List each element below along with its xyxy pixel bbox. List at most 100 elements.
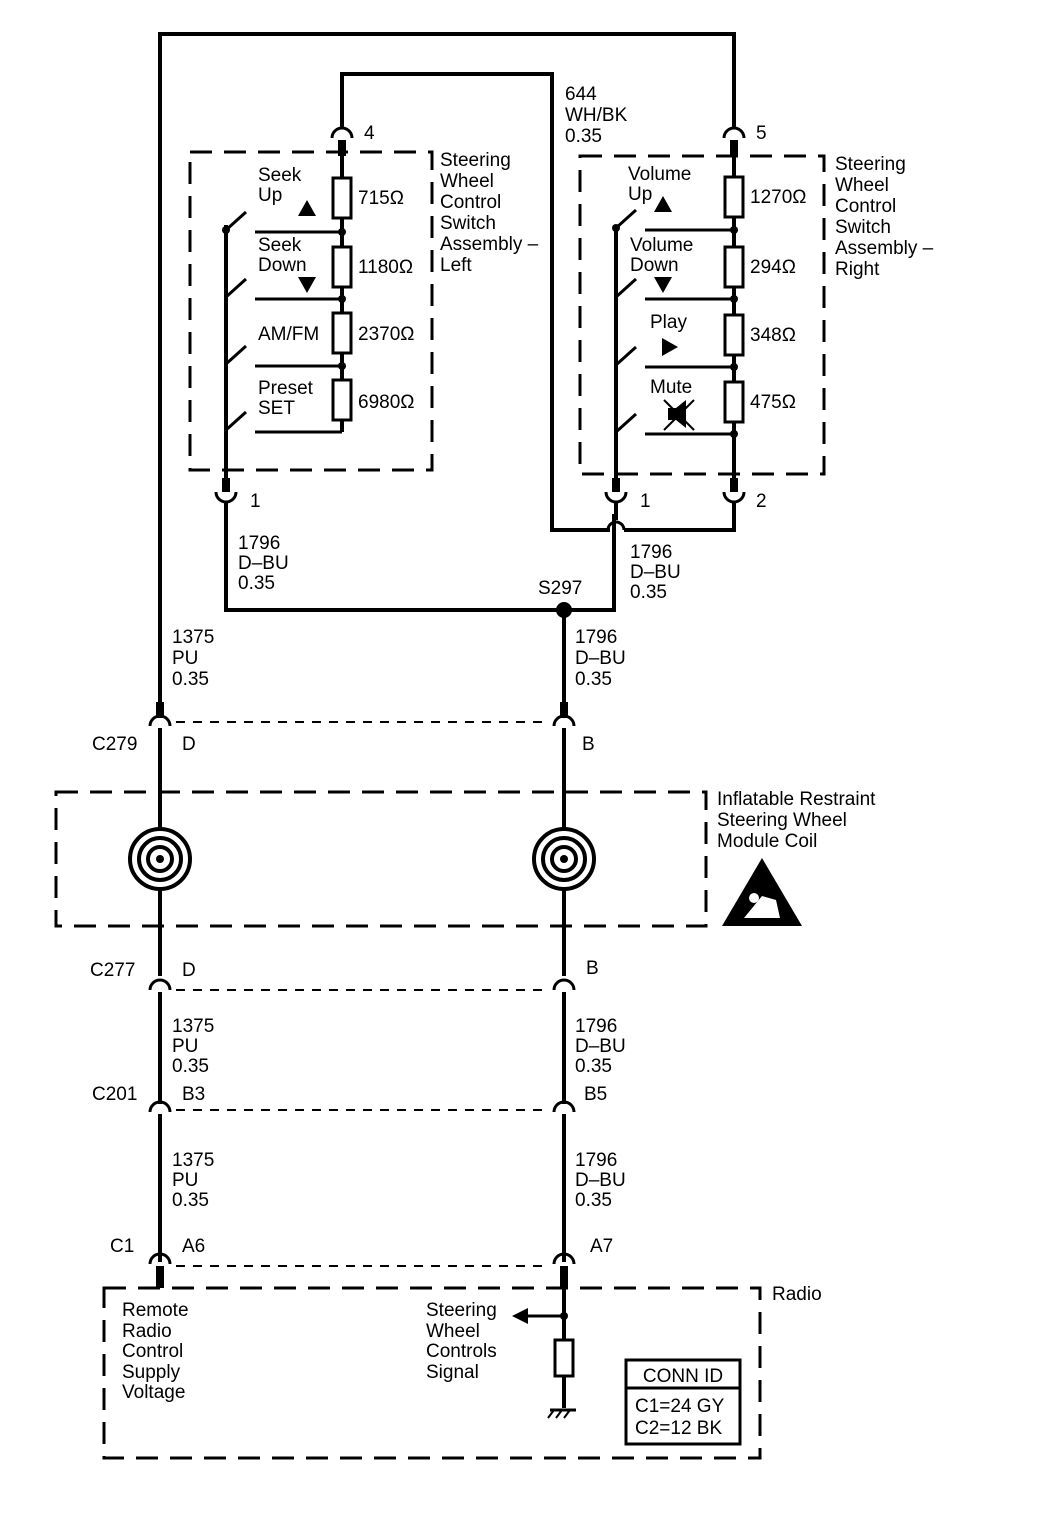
mute-resistance: 475Ω xyxy=(750,392,796,413)
switch-am-fm xyxy=(224,344,248,366)
wire-644-label: 644 WH/BK 0.35 xyxy=(565,84,633,147)
resistor-preset-set xyxy=(331,378,353,422)
inflatable-restraint-coil: Inflatable Restraint Steering Wheel Modu… xyxy=(54,789,881,928)
volume-up-resistance: 1270Ω xyxy=(750,187,806,208)
volume-down-resistance: 294Ω xyxy=(750,257,796,278)
play-resistance: 348Ω xyxy=(750,325,796,346)
conn-id-table: CONN ID C1=24 GY C2=12 BK xyxy=(624,1358,742,1446)
supply-wire-3-label: 1375 PU 0.35 xyxy=(172,1150,220,1211)
splice-label: S297 xyxy=(538,578,582,599)
connector-c279: C279 D B xyxy=(92,702,595,755)
resistor-mute xyxy=(723,380,745,424)
right-return-wire-label: 1796 D–BU 0.35 xyxy=(630,542,686,603)
coil-label: Inflatable Restraint Steering Wheel Modu… xyxy=(717,789,881,852)
airbag-warning-icon xyxy=(722,858,802,926)
wire-644-loop xyxy=(340,72,610,532)
seek-up-resistance: 715Ω xyxy=(358,188,404,209)
svg-text:C201: C201 xyxy=(92,1084,137,1105)
svg-text:A6: A6 xyxy=(182,1236,205,1257)
connector-5-symbol xyxy=(722,126,746,139)
radio-title: Radio xyxy=(772,1284,822,1305)
connector-c201: C201 B3 B5 xyxy=(92,1084,607,1113)
conn-id-title: CONN ID xyxy=(643,1366,723,1387)
signal-wire-2-label: 1796 D–BU 0.35 xyxy=(575,1016,631,1077)
seek-down-label: Seek Down xyxy=(258,235,307,276)
ground-icon xyxy=(547,1408,576,1419)
resistor-volume-down xyxy=(723,245,745,289)
am-fm-label: AM/FM xyxy=(258,324,319,345)
resistor-seek-up xyxy=(331,176,353,220)
clockspring-coil-right xyxy=(532,827,596,891)
right-return-jumper xyxy=(624,502,736,532)
radio-pullup-resistor xyxy=(553,1338,575,1378)
preset-set-resistance: 6980Ω xyxy=(358,392,414,413)
volume-down-label: Volume Down xyxy=(630,235,699,276)
connector-5-label: 5 xyxy=(756,123,767,144)
volume-up-label: Volume Up xyxy=(628,164,697,205)
left-switch-title: Steering Wheel Control Switch Assembly –… xyxy=(440,150,543,276)
play-label: Play xyxy=(650,312,687,333)
preset-set-label: Preset SET xyxy=(258,378,318,419)
svg-text:B: B xyxy=(586,958,599,979)
connector-4-label: 4 xyxy=(364,123,375,144)
am-fm-resistance: 2370Ω xyxy=(358,324,414,345)
supply-wire-1-label: 1375 PU 0.35 xyxy=(172,627,220,690)
left-switch-boundary xyxy=(188,150,434,472)
left-return-wire xyxy=(224,502,616,612)
connector-c1: C1 A6 A7 xyxy=(110,1236,613,1288)
switch-play xyxy=(614,345,638,367)
radio-signal-label: Steering Wheel Controls Signal xyxy=(426,1300,502,1383)
radio-module: Radio Remote Radio Control Supply Voltag… xyxy=(102,1284,822,1460)
switch-seek-up xyxy=(224,210,248,232)
svg-text:A7: A7 xyxy=(590,1236,613,1257)
right-connector-1-symbol xyxy=(604,491,628,504)
switch-preset-set xyxy=(224,410,248,432)
conn-id-row-c1: C1=24 GY xyxy=(635,1396,725,1417)
radio-supply-label: Remote Radio Control Supply Voltage xyxy=(122,1300,194,1403)
switch-mute xyxy=(614,412,638,434)
resistor-am-fm xyxy=(331,311,353,355)
seek-up-label: Seek Up xyxy=(258,165,307,206)
right-switch-title: Steering Wheel Control Switch Assembly –… xyxy=(835,154,938,280)
coil-boundary xyxy=(54,790,708,928)
right-connector-2-symbol xyxy=(722,491,746,504)
down-triangle-icon xyxy=(654,277,672,293)
right-switch-boundary xyxy=(578,154,826,476)
right-connector-1-label: 1 xyxy=(640,491,651,512)
radio-boundary xyxy=(102,1286,762,1460)
up-triangle-icon xyxy=(298,200,316,216)
switch-seek-down xyxy=(224,277,248,299)
switch-volume-up xyxy=(614,208,638,230)
mute-label: Mute xyxy=(650,377,692,398)
resistor-play xyxy=(723,313,745,357)
svg-text:B3: B3 xyxy=(182,1084,205,1105)
svg-text:C1: C1 xyxy=(110,1236,134,1257)
left-return-wire-label: 1796 D–BU 0.35 xyxy=(238,533,294,594)
svg-text:C279: C279 xyxy=(92,734,137,755)
mute-icon xyxy=(663,399,695,431)
left-connector-1-symbol xyxy=(214,491,238,504)
up-triangle-icon xyxy=(654,196,672,212)
svg-text:B: B xyxy=(582,734,595,755)
left-connector-1-label: 1 xyxy=(250,491,261,512)
left-switch-assembly: 4 Seek Up 715Ω Seek Down 1180Ω xyxy=(188,123,543,512)
clockspring-coil-left xyxy=(128,827,192,891)
right-connector-2-label: 2 xyxy=(756,491,767,512)
play-icon xyxy=(662,338,678,356)
connector-c277: C277 D B xyxy=(90,958,599,991)
supply-wire-2-label: 1375 PU 0.35 xyxy=(172,1016,220,1077)
svg-text:C277: C277 xyxy=(90,960,135,981)
seek-down-resistance: 1180Ω xyxy=(358,257,413,278)
supply-wire-top-loop xyxy=(158,32,736,712)
svg-text:D: D xyxy=(182,734,196,755)
svg-text:D: D xyxy=(182,960,196,981)
signal-wire-3-label: 1796 D–BU 0.35 xyxy=(575,1150,631,1211)
right-switch-assembly: 5 Volume Up 1270Ω Volume Down 294Ω P xyxy=(578,123,938,512)
signal-arrow-icon xyxy=(512,1308,528,1324)
resistor-volume-up xyxy=(723,175,745,219)
conn-id-row-c2: C2=12 BK xyxy=(635,1418,722,1439)
resistor-seek-down xyxy=(331,245,353,289)
down-triangle-icon xyxy=(298,277,316,293)
connector-4-symbol xyxy=(330,126,354,139)
